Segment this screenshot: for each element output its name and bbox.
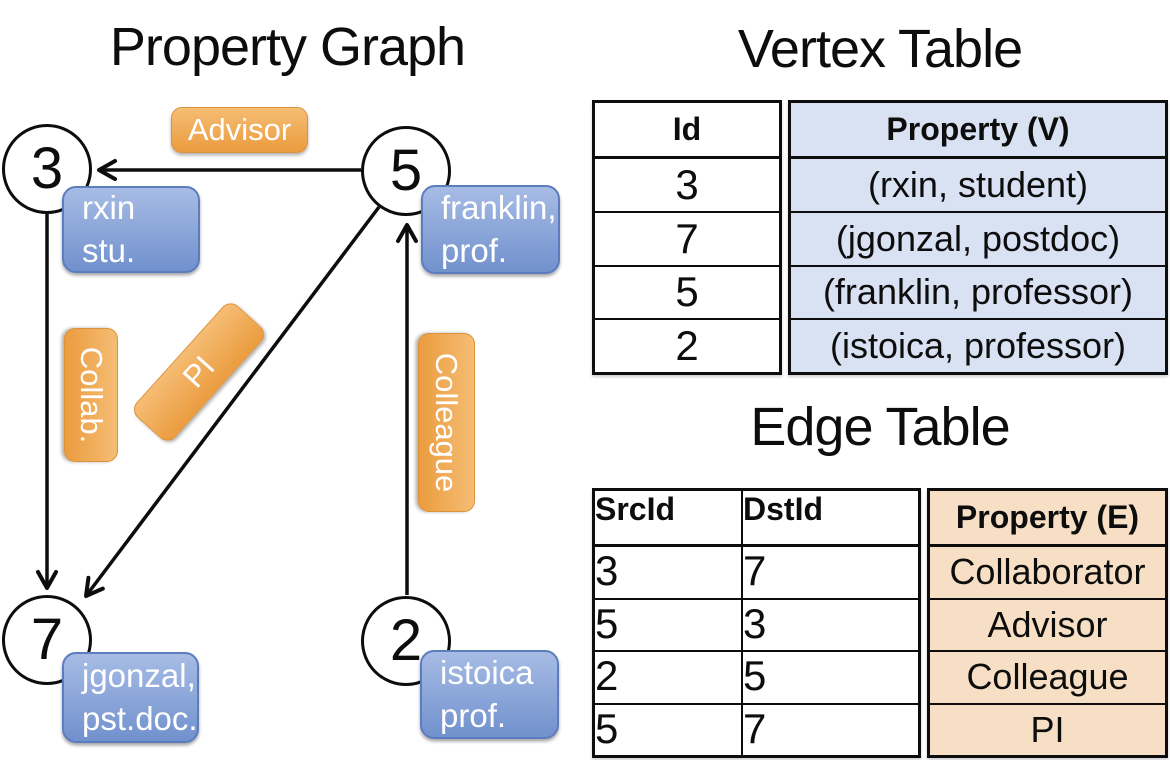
- edge-table-header-dstid: DstId: [741, 491, 918, 544]
- vertex-property-box-istoica: istoica prof.: [420, 650, 559, 739]
- vertex-table-cell-id: 7: [595, 210, 779, 265]
- edge-table-src-dst-columns: SrcId DstId 3 7 5 3 2 5 5 7: [592, 488, 921, 758]
- vertex-table-cell-id: 2: [595, 318, 779, 372]
- vertex-table-cell-id: 5: [595, 264, 779, 319]
- vertex-node-7-id: 7: [30, 607, 64, 672]
- vertex-node-5-id: 5: [389, 138, 423, 203]
- edge-label-colleague: Colleague: [418, 333, 475, 512]
- vertex-node-2: 2: [361, 596, 451, 686]
- edge-label-text: PI: [175, 349, 222, 395]
- vertex-property-box-jgonzal: jgonzal, pst.doc.: [62, 652, 199, 743]
- vertex-property-line: rxin: [82, 188, 136, 226]
- edge-label-advisor: Advisor: [171, 107, 308, 153]
- edge-pi-arrow: [84, 205, 381, 598]
- vertex-property-line: prof.: [440, 696, 507, 734]
- vertex-node-5: 5: [361, 126, 451, 216]
- edge-table-cell-srcid: 2: [595, 652, 619, 699]
- vertex-property-line: prof.: [441, 231, 508, 269]
- vertex-property-line: istoica: [440, 653, 534, 691]
- edge-table-cell-dstid: 7: [741, 704, 918, 755]
- edge-label-text: Colleague: [429, 352, 465, 493]
- vertex-table-title: Vertex Table: [737, 19, 1023, 79]
- vertex-table-cell-id: 3: [675, 160, 699, 208]
- edge-table-header-property: Property (E): [930, 491, 1165, 547]
- edge-table-cell-srcid: 5: [595, 599, 619, 647]
- edge-table-cell-dstid: 5: [741, 652, 918, 703]
- edge-label-text: Advisor: [187, 112, 292, 147]
- edge-table-header-srcid: SrcId: [595, 491, 676, 527]
- edge-table-cell-property: Colleague: [930, 650, 1165, 703]
- edge-table-row: 5 3: [595, 597, 918, 650]
- graph-edges-layer: [36, 159, 418, 598]
- vertex-table-cell-property: (franklin, professor): [791, 264, 1165, 319]
- edge-table-cell-dstid: 7: [741, 547, 918, 598]
- edge-label-collab: Collab.: [64, 328, 118, 462]
- vertex-property-box-franklin: franklin, prof.: [421, 185, 560, 274]
- vertex-node-3-id: 3: [30, 136, 64, 201]
- property-graph-title: Property Graph: [109, 17, 466, 77]
- vertex-table-header-property: Property (V): [791, 103, 1165, 159]
- vertex-property-box-rxin: rxin stu.: [62, 186, 200, 273]
- vertex-node-2-id: 2: [389, 608, 423, 673]
- vertex-property-line: stu.: [82, 231, 136, 269]
- vertex-property-line: pst.doc.: [82, 699, 198, 737]
- vertex-property-line: franklin,: [441, 188, 557, 226]
- vertex-table-cell-property: (rxin, student): [791, 159, 1165, 211]
- edge-table-property-column: Property (E) Collaborator Advisor Collea…: [927, 488, 1168, 758]
- vertex-table-id-column: Id 3 7 5 2: [592, 100, 782, 375]
- edge-table-row: 5 7: [595, 702, 918, 755]
- vertex-property-line: jgonzal,: [82, 656, 196, 694]
- edge-label-text: Collab.: [74, 346, 109, 444]
- edge-table-cell-property: Collaborator: [930, 547, 1165, 598]
- vertex-table-cell-property: (istoica, professor): [791, 318, 1165, 372]
- edge-table-cell-property: PI: [930, 702, 1165, 755]
- vertex-table-property-column: Property (V) (rxin, student) (jgonzal, p…: [788, 100, 1168, 375]
- edge-table-header-row: SrcId DstId: [595, 491, 918, 547]
- edge-table-cell-srcid: 3: [595, 547, 619, 594]
- edge-table-cell-property: Advisor: [930, 597, 1165, 650]
- edge-table-cell-srcid: 5: [595, 704, 619, 752]
- edge-table-row: 2 5: [595, 650, 918, 703]
- vertex-table-header-id: Id: [595, 103, 779, 159]
- vertex-table-cell-property: (jgonzal, postdoc): [791, 210, 1165, 265]
- edge-table-title: Edge Table: [750, 397, 1010, 457]
- edge-table-cell-dstid: 3: [741, 599, 918, 650]
- edge-table-row: 3 7: [595, 547, 918, 598]
